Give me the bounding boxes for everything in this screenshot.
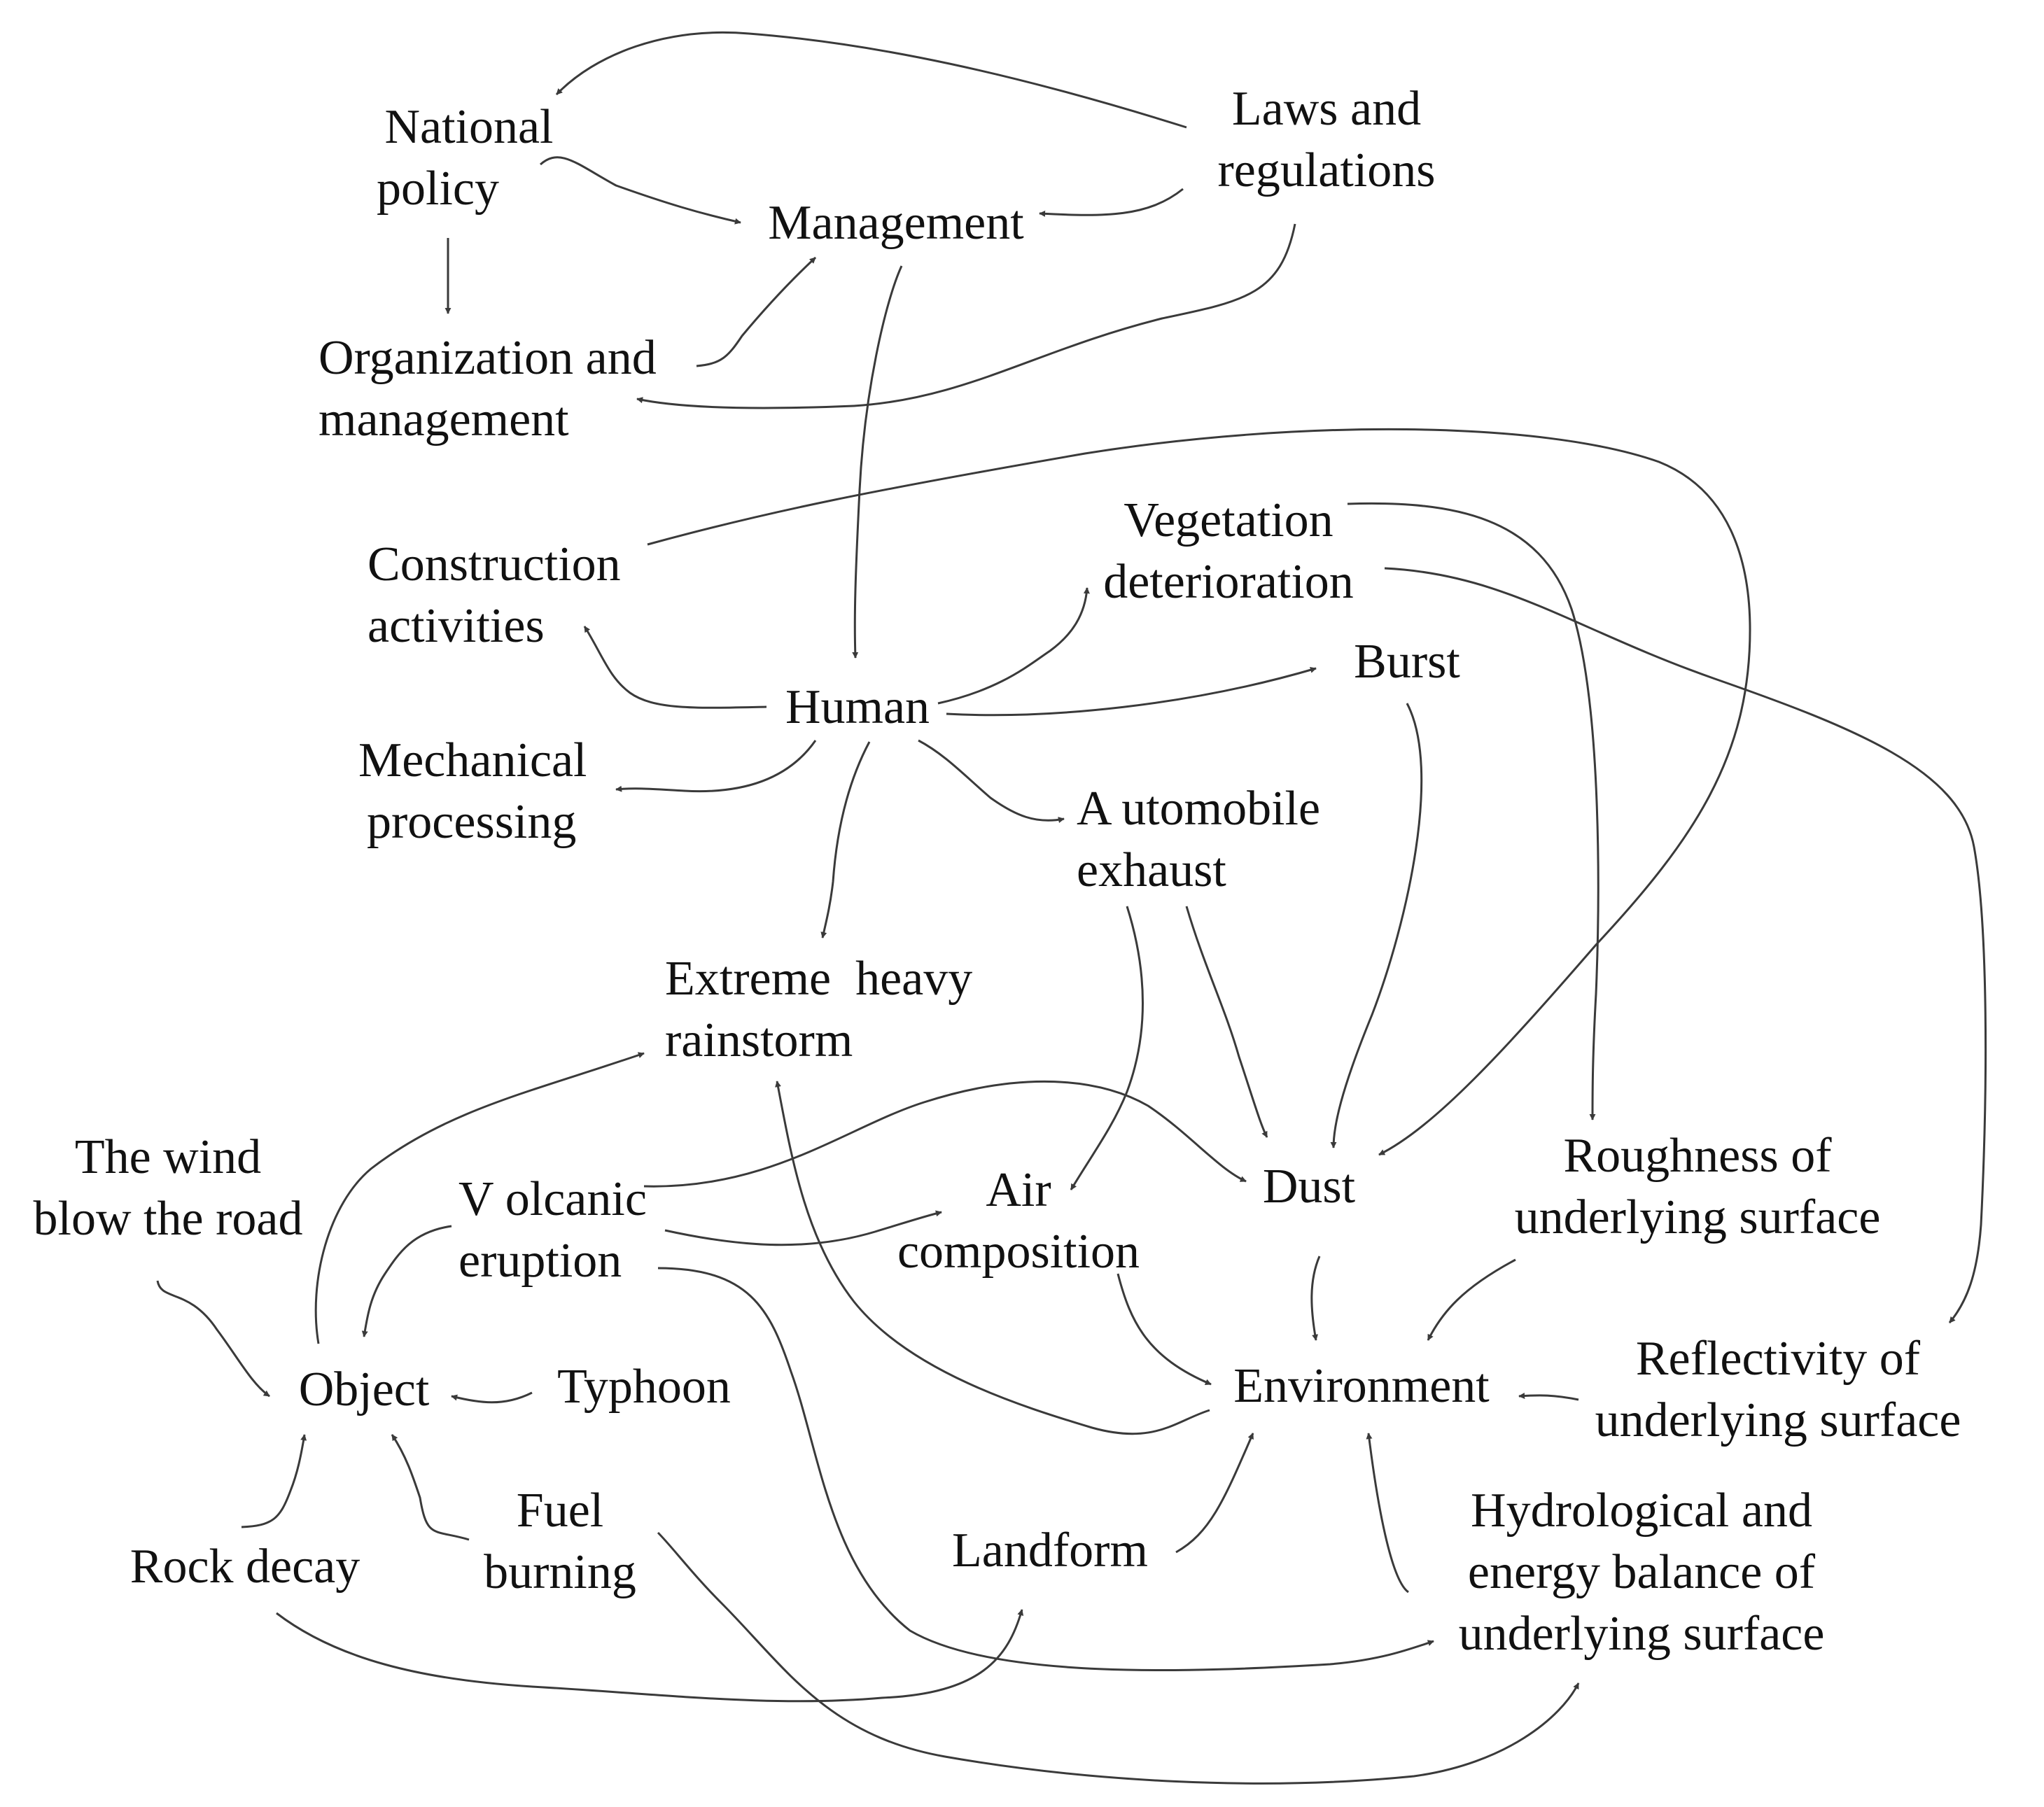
edge-laws-to-management [1039,188,1184,217]
edge-automobile-to-dust [1185,906,1268,1138]
node-volcanic-eruption: V olcanic eruption [458,1172,647,1288]
node-hydrological-and-energy-balance: Hydrological and energy balance of under… [1458,1484,1825,1661]
node-management: Management [768,196,1024,250]
node-air-composition: Air composition [897,1163,1140,1279]
edge-burst-to-dust [1330,703,1423,1148]
edge-vegetation-to-roughness [1347,502,1600,1120]
edge-laws-to-national-policy [555,31,1187,129]
node-vegetation-deterioration: Vegetation deterioration [1103,493,1354,609]
edge-volcanic-to-air-composition [664,1210,942,1246]
node-roughness-of-underlying-surface: Roughness of underlying surface [1514,1129,1881,1244]
edge-volcanic-to-hydrological [657,1267,1434,1672]
edge-human-to-extreme-rainstorm [820,741,871,938]
edge-wind-to-object [156,1280,270,1398]
edge-automobile-to-air-composition [1070,906,1144,1190]
node-burst: Burst [1354,635,1460,689]
edge-hydrological-to-environment [1366,1433,1409,1594]
edge-rock-decay-to-object [241,1434,307,1528]
node-construction-activities: Construction activities [368,537,621,653]
node-typhoon: Typhoon [557,1360,731,1414]
node-extreme-heavy-rainstorm: Extreme heavy rainstorm [665,952,973,1067]
node-mechanical-processing: Mechanical processing [358,733,587,849]
edge-laws-to-organization [636,223,1296,409]
edge-management-to-human [852,265,903,659]
node-dust: Dust [1262,1160,1356,1214]
edge-rock-decay-to-landform [276,1609,1024,1703]
edge-volcanic-to-object [361,1225,452,1337]
edge-construction-to-dust [647,428,1751,1156]
edge-volcanic-to-dust [643,1080,1247,1188]
node-the-wind-blow-the-road: The wind blow the road [33,1130,303,1246]
node-reflectivity-of-underlying-surface: Reflectivity of underlying surface [1595,1332,1961,1447]
node-national-policy: National policy [377,100,554,216]
edge-human-to-burst [946,666,1317,717]
edge-typhoon-to-object [451,1391,533,1404]
edge-dust-to-environment [1310,1256,1321,1341]
edge-fuel-burning-to-hydrological [657,1531,1580,1785]
edge-fuel-burning-to-object [391,1434,470,1541]
node-human: Human [785,680,930,734]
edge-vegetation-to-reflectivity [1384,567,1987,1323]
edge-object-to-rainstorm [314,1052,645,1344]
node-laws-and-regulations: Laws and regulations [1217,82,1436,197]
node-landform: Landform [952,1524,1148,1577]
edge-landform-to-environment [1175,1433,1254,1554]
edge-human-to-vegetation [937,587,1090,705]
edge-air-composition-to-environment [1116,1273,1212,1386]
edge-national-policy-to-management [540,156,741,225]
edge-roughness-to-environment [1427,1258,1516,1341]
edge-reflectivity-to-environment [1518,1392,1579,1401]
node-object: Object [298,1363,430,1416]
edge-human-to-automobile [918,739,1065,823]
edge-environment-to-rainstorm [775,1081,1210,1435]
node-environment: Environment [1233,1359,1490,1413]
node-fuel-burning: Fuel burning [484,1484,636,1599]
edge-human-to-construction [583,626,767,709]
node-rock-decay: Rock decay [130,1540,360,1594]
node-automobile-exhaust: A utomobile exhaust [1077,782,1321,897]
edge-human-to-mechanical [615,740,817,793]
node-organization-and-management: Organization and management [318,331,657,447]
edge-organization-to-management [696,256,817,367]
